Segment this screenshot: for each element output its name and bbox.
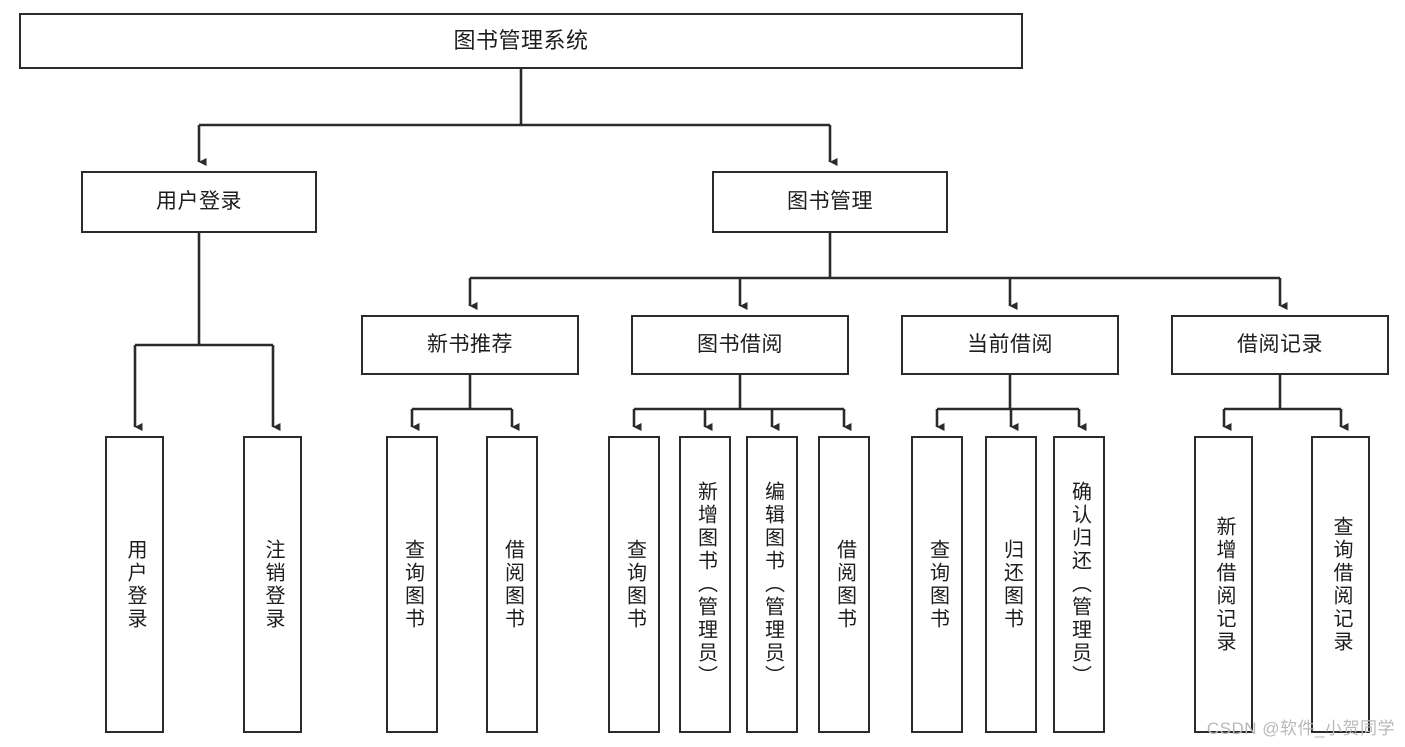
node-leaf-query-borrow-record[interactable]: 查询借阅记录 xyxy=(1311,436,1370,733)
node-label-root: 图书管理系统 xyxy=(453,28,589,54)
watermark-text: CSDN @软件_小贺同学 xyxy=(1206,719,1395,738)
node-leaf-user-login[interactable]: 用户登录 xyxy=(105,436,164,733)
node-label-leaf-borrow-book-2: 借阅图书 xyxy=(833,538,856,631)
node-label-leaf-edit-book-admin: 编辑图书（管理员） xyxy=(761,481,784,688)
node-label-leaf-query-borrow-record: 查询借阅记录 xyxy=(1330,515,1352,654)
node-label-leaf-user-login: 用户登录 xyxy=(124,538,146,631)
node-label-user-login: 用户登录 xyxy=(156,189,242,213)
node-label-leaf-logout: 注销登录 xyxy=(262,538,284,631)
node-current-borrow[interactable]: 当前借阅 xyxy=(901,315,1119,375)
node-book-manage[interactable]: 图书管理 xyxy=(712,171,948,233)
node-label-leaf-query-book-3: 查询图书 xyxy=(926,538,949,631)
node-leaf-query-book-1[interactable]: 查询图书 xyxy=(386,436,438,733)
node-leaf-logout[interactable]: 注销登录 xyxy=(243,436,302,733)
node-book-borrow[interactable]: 图书借阅 xyxy=(631,315,849,375)
node-borrow-record[interactable]: 借阅记录 xyxy=(1171,315,1389,375)
node-label-book-borrow: 图书借阅 xyxy=(697,332,783,356)
node-leaf-query-book-3[interactable]: 查询图书 xyxy=(911,436,963,733)
node-label-borrow-record: 借阅记录 xyxy=(1237,332,1323,356)
node-label-leaf-add-book-admin: 新增图书（管理员） xyxy=(694,481,717,688)
node-label-leaf-return-book: 归还图书 xyxy=(1000,538,1023,631)
node-user-login[interactable]: 用户登录 xyxy=(81,171,317,233)
node-leaf-add-borrow-record[interactable]: 新增借阅记录 xyxy=(1194,436,1253,733)
node-label-current-borrow: 当前借阅 xyxy=(967,332,1053,356)
node-leaf-borrow-book-2[interactable]: 借阅图书 xyxy=(818,436,870,733)
node-label-leaf-confirm-return-admin: 确认归还（管理员） xyxy=(1068,481,1091,688)
node-leaf-add-book-admin[interactable]: 新增图书（管理员） xyxy=(679,436,731,733)
node-label-leaf-query-book-2: 查询图书 xyxy=(623,538,646,631)
node-new-book-recommend[interactable]: 新书推荐 xyxy=(361,315,579,375)
node-leaf-confirm-return-admin[interactable]: 确认归还（管理员） xyxy=(1053,436,1105,733)
node-label-leaf-add-borrow-record: 新增借阅记录 xyxy=(1213,515,1235,654)
node-label-new-book-recommend: 新书推荐 xyxy=(427,332,513,356)
node-label-book-manage: 图书管理 xyxy=(787,189,873,213)
node-leaf-borrow-book-1[interactable]: 借阅图书 xyxy=(486,436,538,733)
node-leaf-return-book[interactable]: 归还图书 xyxy=(985,436,1037,733)
node-label-leaf-borrow-book-1: 借阅图书 xyxy=(501,538,524,631)
node-root[interactable]: 图书管理系统 xyxy=(19,13,1023,69)
node-leaf-edit-book-admin[interactable]: 编辑图书（管理员） xyxy=(746,436,798,733)
node-label-leaf-query-book-1: 查询图书 xyxy=(401,538,424,631)
node-leaf-query-book-2[interactable]: 查询图书 xyxy=(608,436,660,733)
